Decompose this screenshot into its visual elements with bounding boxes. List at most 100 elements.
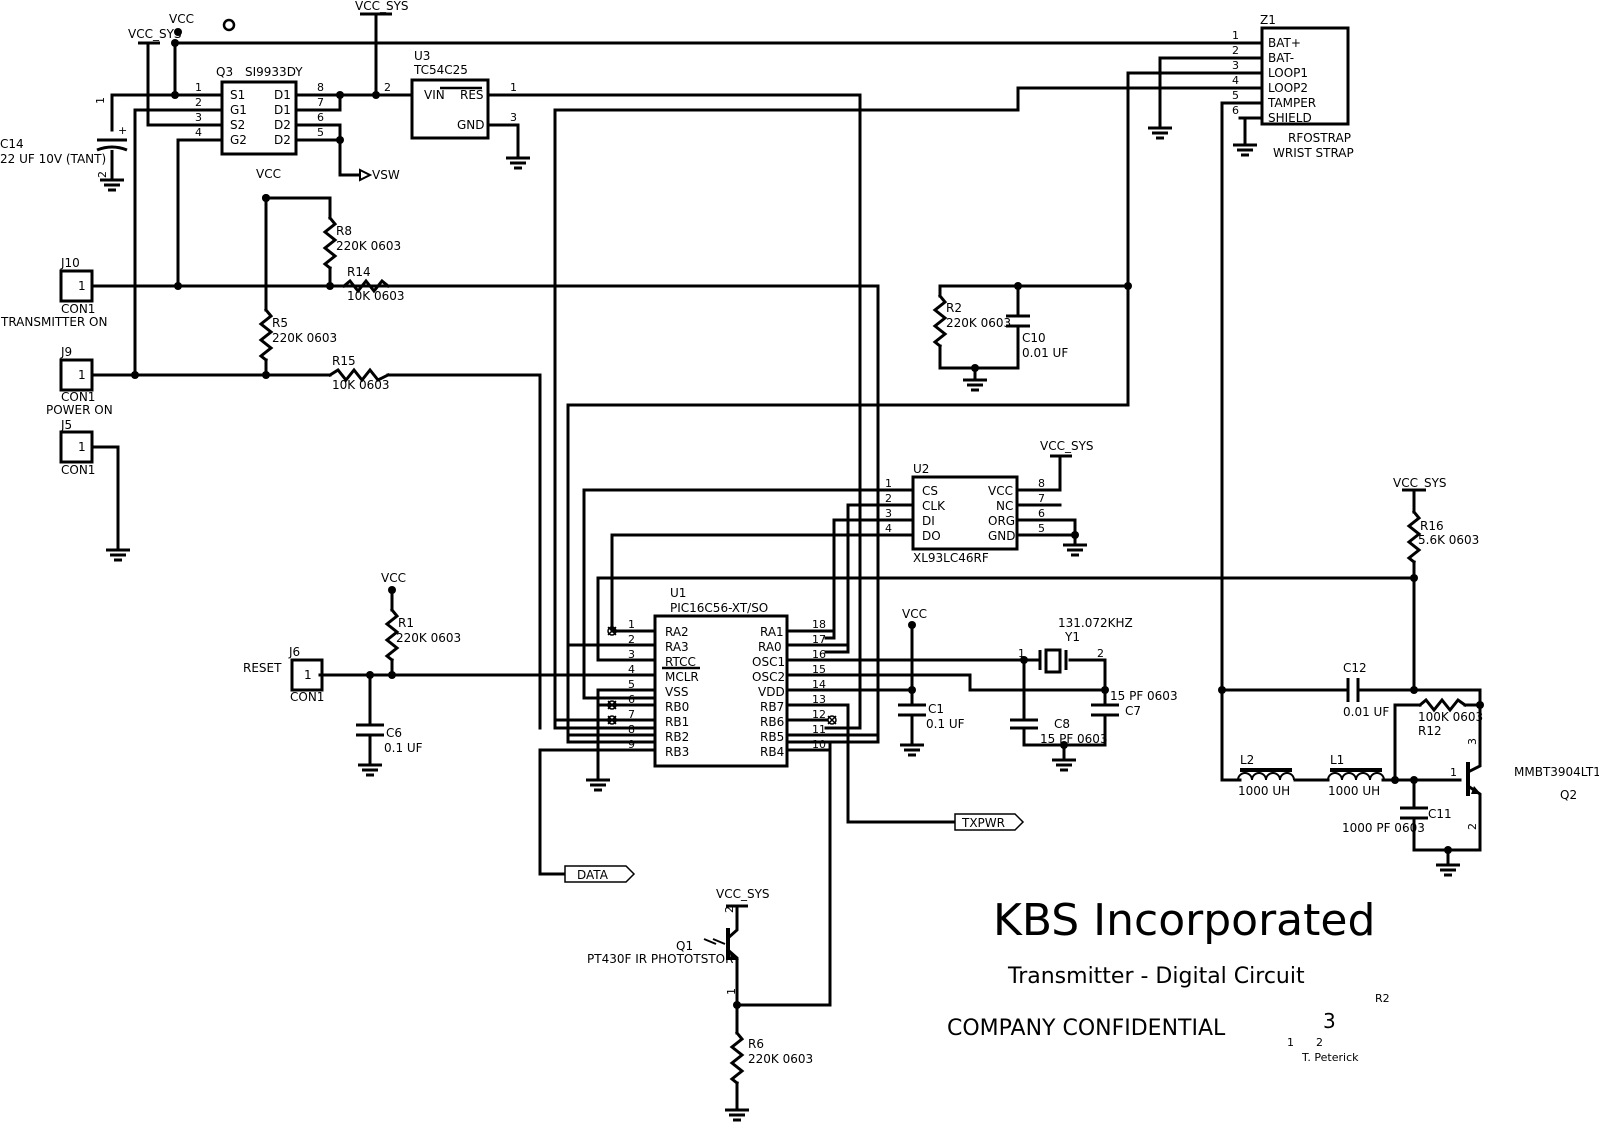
svg-text:6: 6: [317, 111, 324, 124]
svg-text:+: +: [118, 124, 127, 137]
svg-text:1000 PF 0603: 1000 PF 0603: [1342, 821, 1425, 835]
svg-text:Y1: Y1: [1064, 630, 1080, 644]
connector-z1[interactable]: Z1 BAT+ BAT- LOOP1 LOOP2 TAMPER SHIELD 1…: [1232, 13, 1354, 160]
svg-text:LOOP1: LOOP1: [1268, 66, 1308, 80]
svg-text:1: 1: [195, 81, 202, 94]
resistor-r2[interactable]: R2 220K 0603: [932, 293, 1011, 349]
svg-text:J5: J5: [60, 418, 72, 432]
capacitor-c7[interactable]: C7 15 PF 0603: [1091, 689, 1178, 718]
capacitor-c11[interactable]: C11 1000 PF 0603: [1342, 806, 1452, 835]
svg-text:MCLR: MCLR: [665, 670, 699, 684]
svg-text:6: 6: [1232, 104, 1239, 117]
vcc-sys-label-q1: VCC_SYS: [716, 887, 770, 901]
svg-text:D1: D1: [274, 88, 291, 102]
svg-text:220K 0603: 220K 0603: [748, 1052, 813, 1066]
ground-icon: [104, 548, 132, 562]
svg-text:RA0: RA0: [758, 640, 782, 654]
ic-u1[interactable]: U1 PIC16C56-XT/SO RA2 RA3 RTCC MCLR VSS …: [553, 586, 880, 768]
inductor-l2[interactable]: L2 1000 UH: [1237, 753, 1295, 798]
resistor-r12[interactable]: 100K 0603 R12: [1417, 697, 1483, 738]
svg-text:MMBT3904LT1: MMBT3904LT1: [1514, 765, 1599, 779]
capacitor-c6[interactable]: C6 0.1 UF: [356, 723, 423, 755]
svg-text:DI: DI: [922, 514, 935, 528]
net-flag-data[interactable]: DATA: [564, 865, 636, 883]
svg-text:1000 UH: 1000 UH: [1328, 784, 1380, 798]
svg-text:ORG: ORG: [988, 514, 1015, 528]
resistor-r5[interactable]: R5 220K 0603: [258, 307, 337, 363]
capacitor-c1[interactable]: C1 0.1 UF: [898, 702, 965, 731]
crystal-y1[interactable]: 131.072KHZ Y1 1 2: [1018, 616, 1133, 674]
svg-text:220K 0603: 220K 0603: [272, 331, 337, 345]
svg-text:L1: L1: [1330, 753, 1344, 767]
svg-text:D1: D1: [274, 103, 291, 117]
svg-text:GND: GND: [457, 118, 485, 132]
svg-text:RTCC: RTCC: [665, 655, 696, 669]
svg-text:RB2: RB2: [665, 730, 689, 744]
connector-j6[interactable]: J6 1 CON1 RESET: [243, 645, 324, 704]
svg-text:R8: R8: [336, 224, 352, 238]
svg-text:G1: G1: [230, 103, 247, 117]
ground-icon: [898, 743, 926, 757]
svg-text:SHIELD: SHIELD: [1268, 111, 1312, 125]
svg-text:7: 7: [628, 708, 635, 721]
resistor-r16[interactable]: R16 5.6K 0603: [1406, 509, 1479, 565]
resistor-r15[interactable]: R15 10K 0603: [327, 354, 391, 392]
resistor-r6[interactable]: R6 220K 0603: [729, 1030, 813, 1086]
svg-text:1000 UH: 1000 UH: [1238, 784, 1290, 798]
connector-j9[interactable]: J9 1 CON1 POWER ON: [46, 345, 113, 417]
svg-text:5.6K 0603: 5.6K 0603: [1418, 533, 1479, 547]
ground-icon: [1146, 126, 1174, 140]
svg-text:0.1 UF: 0.1 UF: [384, 741, 423, 755]
svg-text:BAT+: BAT+: [1268, 36, 1301, 50]
svg-text:3: 3: [510, 111, 517, 124]
svg-text:7: 7: [1038, 492, 1045, 505]
net-flag-txpwr[interactable]: TXPWR: [954, 813, 1025, 831]
resistor-r14[interactable]: R14 10K 0603: [341, 265, 405, 303]
svg-text:C10: C10: [1022, 331, 1046, 345]
svg-text:2: 2: [1097, 647, 1104, 660]
vcc-label-r8: VCC: [256, 167, 281, 181]
svg-text:TRANSMITTER ON: TRANSMITTER ON: [0, 315, 107, 329]
svg-text:POWER ON: POWER ON: [46, 403, 113, 417]
capacitor-c8[interactable]: C8 15 PF 0603: [1010, 717, 1108, 746]
capacitor-c14[interactable]: + 1 2 C14 22 UF 10V (TANT): [0, 97, 128, 180]
svg-text:11: 11: [812, 723, 826, 736]
svg-text:4: 4: [195, 126, 202, 139]
resistor-r8[interactable]: R8 220K 0603: [322, 215, 401, 271]
svg-text:RB6: RB6: [760, 715, 784, 729]
svg-text:R16: R16: [1420, 519, 1444, 533]
svg-text:R12: R12: [1418, 724, 1442, 738]
sheet-number: 3: [1323, 1009, 1336, 1033]
resistor-r1[interactable]: R1 220K 0603: [384, 607, 461, 663]
svg-text:1: 1: [1450, 766, 1457, 779]
svg-text:R14: R14: [347, 265, 371, 279]
svg-text:8: 8: [317, 81, 324, 94]
ground-icon: [723, 1108, 751, 1122]
svg-text:220K 0603: 220K 0603: [396, 631, 461, 645]
ground-icon: [1231, 143, 1259, 157]
svg-text:S2: S2: [230, 118, 245, 132]
svg-text:1: 1: [510, 81, 517, 94]
vcc-sys-label-q3: VCC_SYS: [128, 27, 182, 41]
svg-text:2: 2: [1232, 44, 1239, 57]
ic-q3[interactable]: Q3 SI9933DY S1 G1 S2 G2 D1 D1 D2 D2 1 2 …: [195, 65, 324, 156]
inductor-l1[interactable]: L1 1000 UH: [1327, 753, 1385, 798]
phototransistor-q1[interactable]: 2 1 Q1 PT430F IR PHOTOTSTOR: [587, 906, 739, 995]
transistor-q2[interactable]: 1 2 3 MMBT3904LT1 Q2: [1450, 738, 1599, 830]
svg-text:RFOSTRAP: RFOSTRAP: [1288, 131, 1351, 145]
svg-text:G2: G2: [230, 133, 247, 147]
ground-icon: [584, 778, 612, 792]
svg-text:R1: R1: [398, 616, 414, 630]
connector-j10[interactable]: J10 1 CON1 TRANSMITTER ON: [0, 256, 107, 329]
svg-text:CON1: CON1: [61, 302, 95, 316]
capacitor-c12[interactable]: C12 0.01 UF: [1343, 661, 1389, 719]
svg-text:PT430F IR PHOTOTSTOR: PT430F IR PHOTOTSTOR: [587, 952, 733, 966]
svg-text:RA2: RA2: [665, 625, 689, 639]
capacitor-c10[interactable]: C10 0.01 UF: [1006, 314, 1068, 360]
ic-u3[interactable]: U3 TC54C25 VIN RES GND 2 1 3: [384, 49, 517, 140]
svg-text:Q3: Q3: [216, 65, 233, 79]
vcc-sys-label-u2: VCC_SYS: [1040, 439, 1094, 453]
connector-j5[interactable]: J5 1 CON1: [59, 418, 95, 477]
ic-u2[interactable]: U2 XL93LC46RF CS CLK DI DO VCC NC ORG GN…: [885, 462, 1045, 565]
ground-icon: [504, 156, 532, 170]
